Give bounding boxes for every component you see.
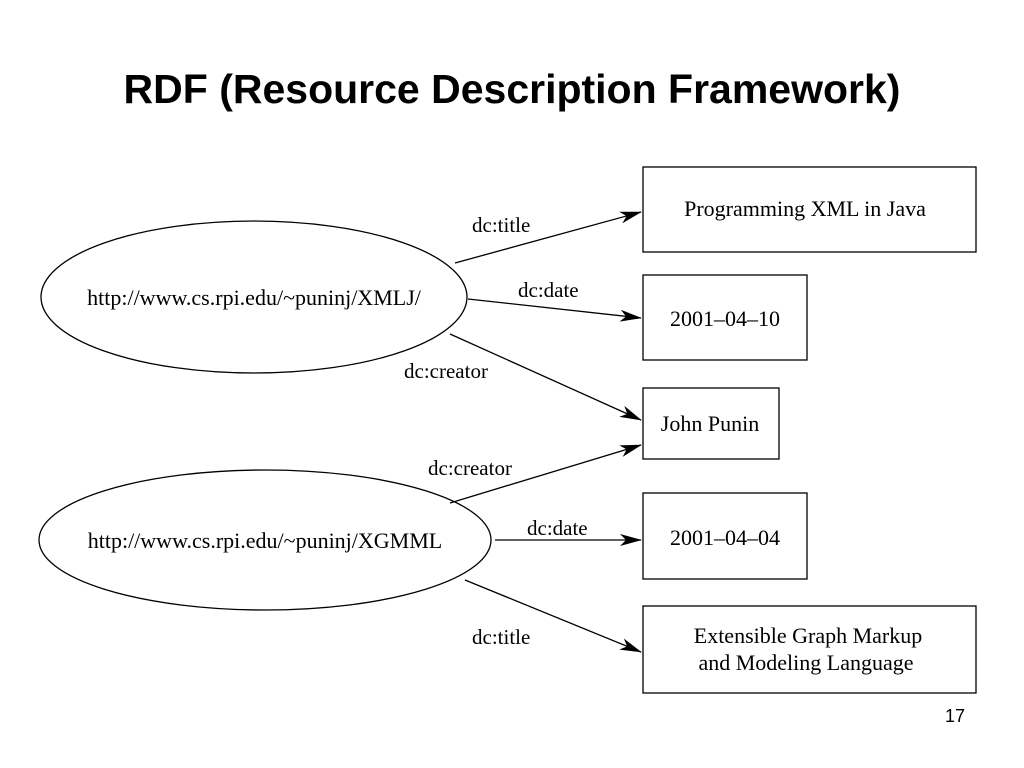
value-box-extensible-graph: Extensible Graph Markup and Modeling Lan… xyxy=(642,605,977,694)
value-text-line-2: and Modeling Language xyxy=(698,650,913,675)
edge-label: dc:date xyxy=(518,278,579,302)
resource-node-xmlj: http://www.cs.rpi.edu/~puninj/XMLJ/ xyxy=(40,220,468,374)
value-box-programming-xml: Programming XML in Java xyxy=(642,166,977,253)
value-box-date-2001-04-10: 2001–04–10 xyxy=(642,274,808,361)
edge-label: dc:title xyxy=(472,625,530,649)
edge-label: dc:date xyxy=(527,516,588,540)
edge-xgmml-creator: dc:creator xyxy=(428,444,642,504)
edge-xmlj-creator: dc:creator xyxy=(404,333,642,421)
edge-label: dc:creator xyxy=(404,359,488,383)
edge-xmlj-date: dc:date xyxy=(467,278,642,322)
edge-xmlj-title: dc:title xyxy=(454,211,642,264)
resource-uri-xmlj: http://www.cs.rpi.edu/~puninj/XMLJ/ xyxy=(87,285,422,310)
value-box-date-2001-04-04: 2001–04–04 xyxy=(642,492,808,580)
resource-node-xgmml: http://www.cs.rpi.edu/~puninj/XGMML xyxy=(38,469,492,611)
value-text: John Punin xyxy=(661,411,759,436)
edge-label: dc:creator xyxy=(428,456,512,480)
value-text-line-1: Extensible Graph Markup xyxy=(694,623,923,648)
edge-xgmml-date: dc:date xyxy=(495,516,642,546)
value-text: Programming XML in Java xyxy=(684,196,926,221)
value-text: 2001–04–04 xyxy=(670,525,780,550)
value-box-john-punin: John Punin xyxy=(642,387,780,460)
edge-label: dc:title xyxy=(472,213,530,237)
resource-uri-xgmml: http://www.cs.rpi.edu/~puninj/XGMML xyxy=(88,528,443,553)
page-number: 17 xyxy=(944,706,965,726)
slide-title: RDF (Resource Description Framework) xyxy=(123,66,901,112)
value-text: 2001–04–10 xyxy=(670,306,780,331)
edge-xgmml-title: dc:title xyxy=(464,579,642,653)
